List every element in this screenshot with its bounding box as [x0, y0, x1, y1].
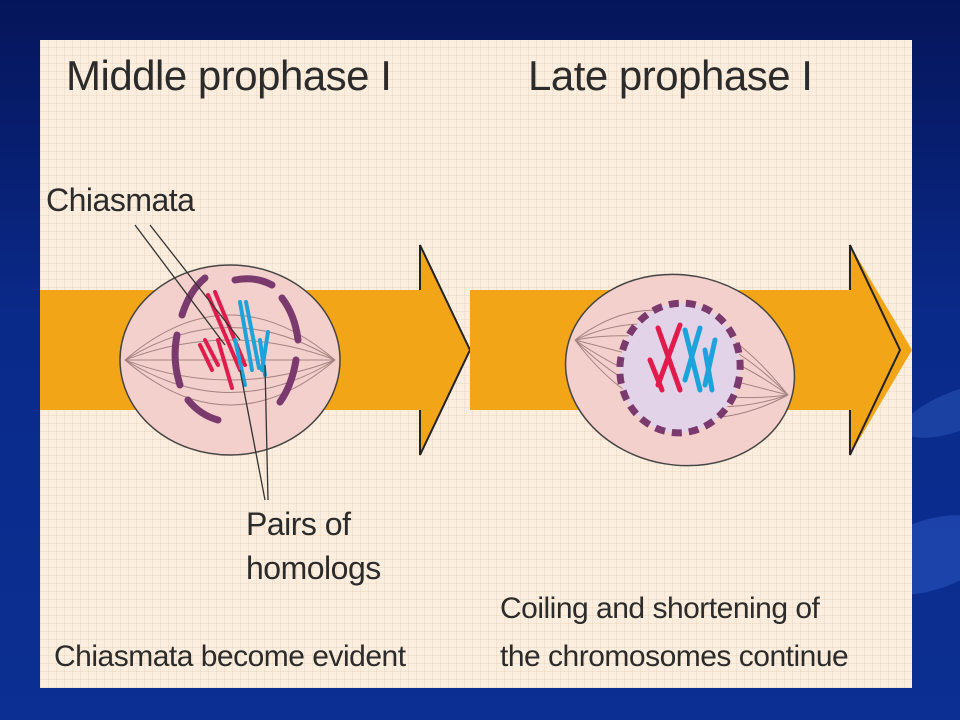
late-prophase-title: Late prophase I: [528, 52, 813, 99]
late-prophase-caption-line1: Coiling and shortening of: [500, 592, 820, 625]
meiosis-figure: Middle prophase I Late prophase I Chiasm…: [40, 40, 912, 688]
pairs-of-homologs-label-line2: homologs: [246, 550, 381, 586]
late-prophase-caption-line2: the chromosomes continue: [500, 640, 849, 673]
chiasmata-pointer: [134, 224, 226, 346]
chiasmata-label: Chiasmata: [46, 182, 195, 218]
prophase-diagram: [40, 224, 912, 501]
middle-prophase-caption: Chiasmata become evident: [54, 640, 406, 673]
middle-prophase-cell: [119, 224, 341, 501]
late-prophase-cell: [564, 273, 796, 467]
homologs-pointer: [239, 369, 266, 501]
middle-prophase-title: Middle prophase I: [66, 52, 392, 99]
pairs-of-homologs-label-line1: Pairs of: [246, 506, 351, 542]
